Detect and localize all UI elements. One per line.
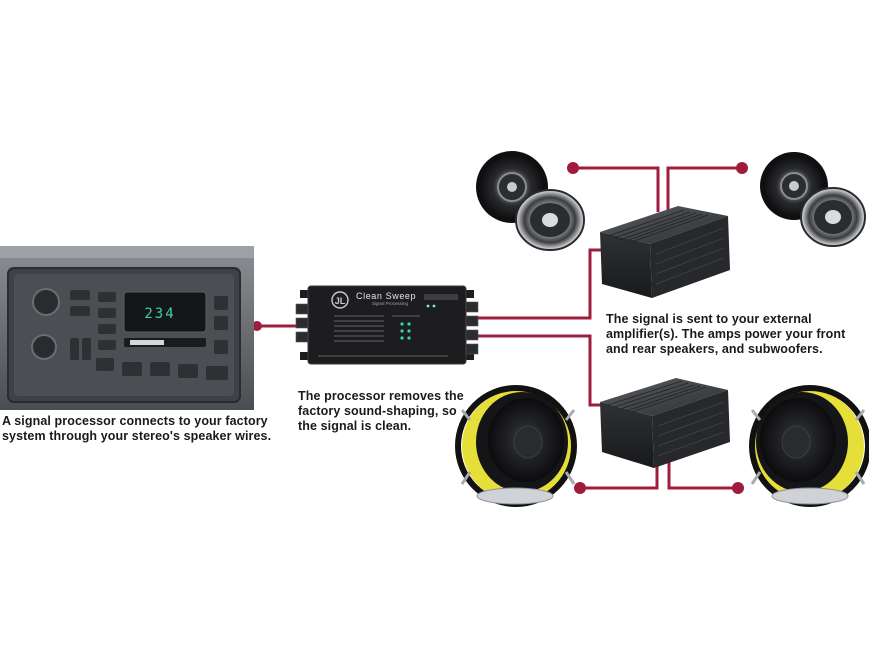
wire-node-top-right — [736, 162, 748, 174]
left-subwoofer-image — [458, 388, 574, 504]
radio-caption-line-1: A signal processor connects to your fact… — [2, 414, 271, 429]
processor-caption: The processor removes the factory sound-… — [298, 389, 464, 434]
amplifier-caption-line-1: The signal is sent to your external — [606, 312, 845, 327]
factory-radio-image: 234 — [0, 246, 254, 410]
tune-knob — [32, 335, 56, 359]
amplifier-caption-line-3: and rear speakers, and subwoofers. — [606, 342, 845, 357]
wire-node-bottom-right — [732, 482, 744, 494]
radio-caption-line-2: system through your stereo's speaker wir… — [2, 429, 271, 444]
front-right-speakers-image — [760, 152, 865, 246]
volume-knob — [33, 289, 59, 315]
radio-caption: A signal processor connects to your fact… — [2, 414, 271, 444]
radio-display-value: 234 — [144, 306, 175, 322]
amplifier-caption: The signal is sent to your external ampl… — [606, 312, 845, 357]
bottom-amplifier-image — [600, 378, 730, 468]
top-amplifier-image — [600, 206, 730, 298]
wire-processor-to-amps — [474, 250, 610, 405]
amplifier-caption-line-2: amplifier(s). The amps power your front — [606, 327, 845, 342]
wire-node-bottom-left — [574, 482, 586, 494]
svg-text:Signal Processing: Signal Processing — [372, 301, 409, 306]
processor-logo-mark: JL — [335, 296, 346, 306]
right-subwoofer-image — [752, 388, 868, 504]
wire-top-amp-to-speakers — [573, 168, 742, 212]
wire-node-top-left — [567, 162, 579, 174]
processor-caption-line-2: factory sound-shaping, so — [298, 404, 464, 419]
signal-processor-image: JL Clean Sweep Signal Processing — [296, 286, 478, 364]
svg-text:Clean Sweep: Clean Sweep — [356, 291, 416, 301]
processor-caption-line-3: the signal is clean. — [298, 419, 464, 434]
processor-caption-line-1: The processor removes the — [298, 389, 464, 404]
